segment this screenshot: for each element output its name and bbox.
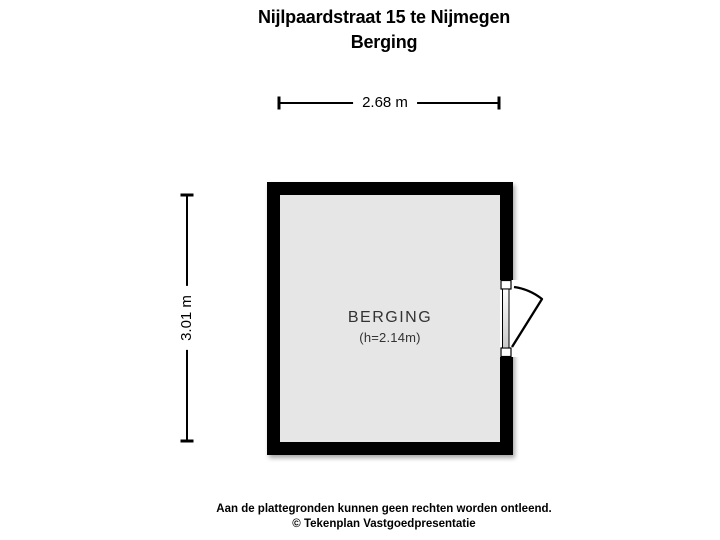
- room-name-text: BERGING: [347, 309, 433, 326]
- door-leaf: [502, 288, 510, 349]
- door-swing-arc: [511, 285, 544, 348]
- room-ceiling-height-text: (h=2.14m): [359, 330, 421, 345]
- plan-title-room: Berging: [350, 32, 418, 52]
- width-dimension-label: 2.68 m: [353, 92, 417, 114]
- door-frame-post-bottom: [500, 347, 512, 358]
- footer-disclaimer: Aan de plattegronden kunnen geen rechten…: [216, 503, 552, 515]
- plan-title-address: Nijlpaardstraat 15 te Nijmegen: [257, 7, 511, 27]
- height-dimension-label: 3.01 m: [176, 286, 198, 350]
- room-label: BERGING (h=2.14m): [348, 309, 432, 345]
- title-block: Nijlpaardstraat 15 te Nijmegen Berging: [258, 5, 510, 55]
- room-walls: [267, 182, 513, 455]
- footer-block: Aan de plattegronden kunnen geen rechten…: [216, 502, 551, 532]
- door-frame-post-top: [500, 279, 512, 290]
- footer-copyright: © Tekenplan Vastgoedpresentatie: [292, 518, 476, 530]
